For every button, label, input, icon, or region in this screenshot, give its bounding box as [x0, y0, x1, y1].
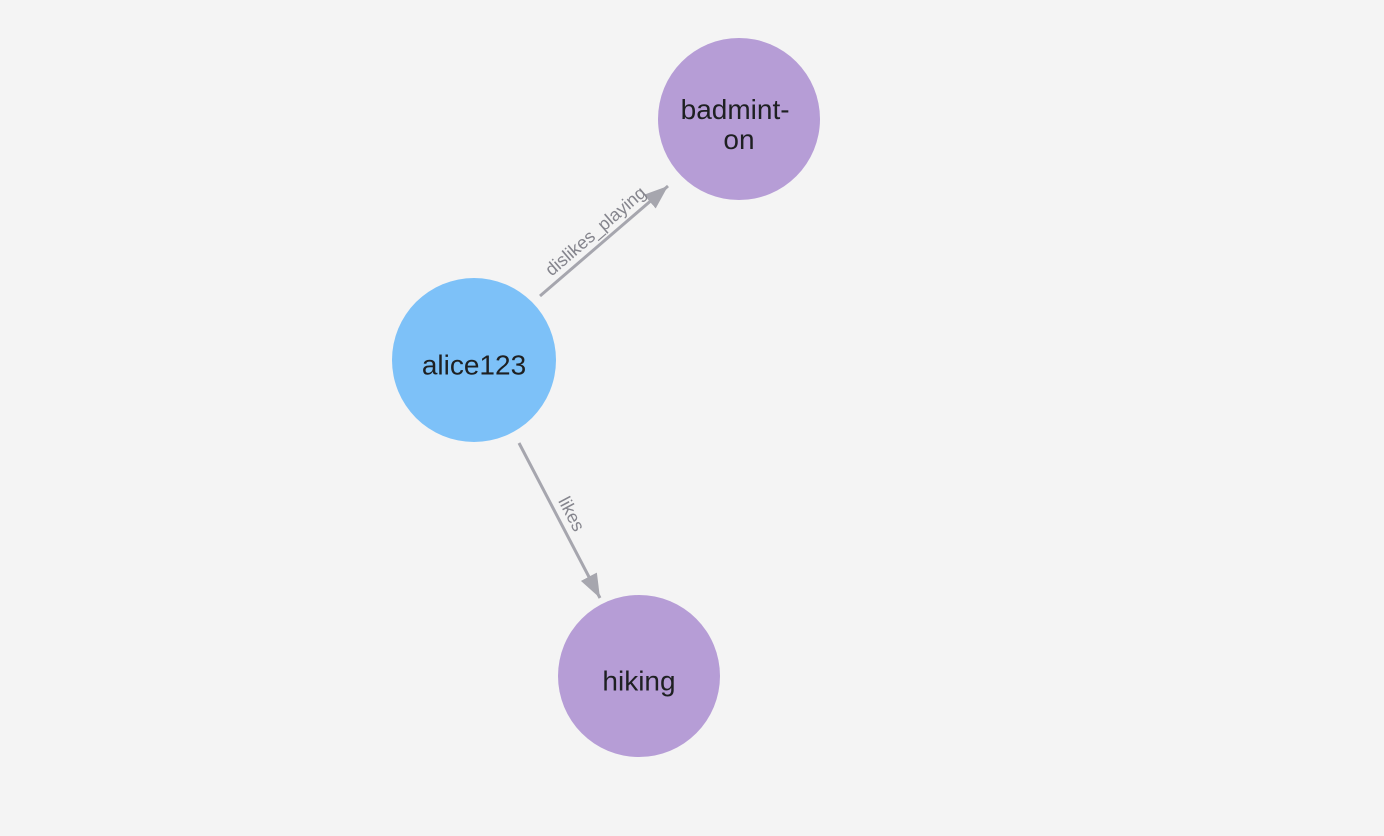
edge-line[interactable] — [517, 442, 602, 599]
node-label: badmint- on — [681, 94, 798, 155]
node-circle[interactable] — [558, 595, 720, 757]
node-label: alice123 — [422, 350, 526, 381]
node-label-line: on — [723, 124, 754, 155]
node-alice123[interactable]: alice123 — [392, 278, 556, 442]
node-circle[interactable] — [658, 38, 820, 200]
node-badminton[interactable]: badmint- on — [658, 38, 820, 200]
edge-line[interactable] — [539, 184, 669, 298]
node-hiking[interactable]: hiking — [558, 595, 720, 757]
node-circle[interactable] — [392, 278, 556, 442]
node-label: hiking — [602, 666, 675, 697]
node-label-line: badmint- — [681, 94, 790, 125]
